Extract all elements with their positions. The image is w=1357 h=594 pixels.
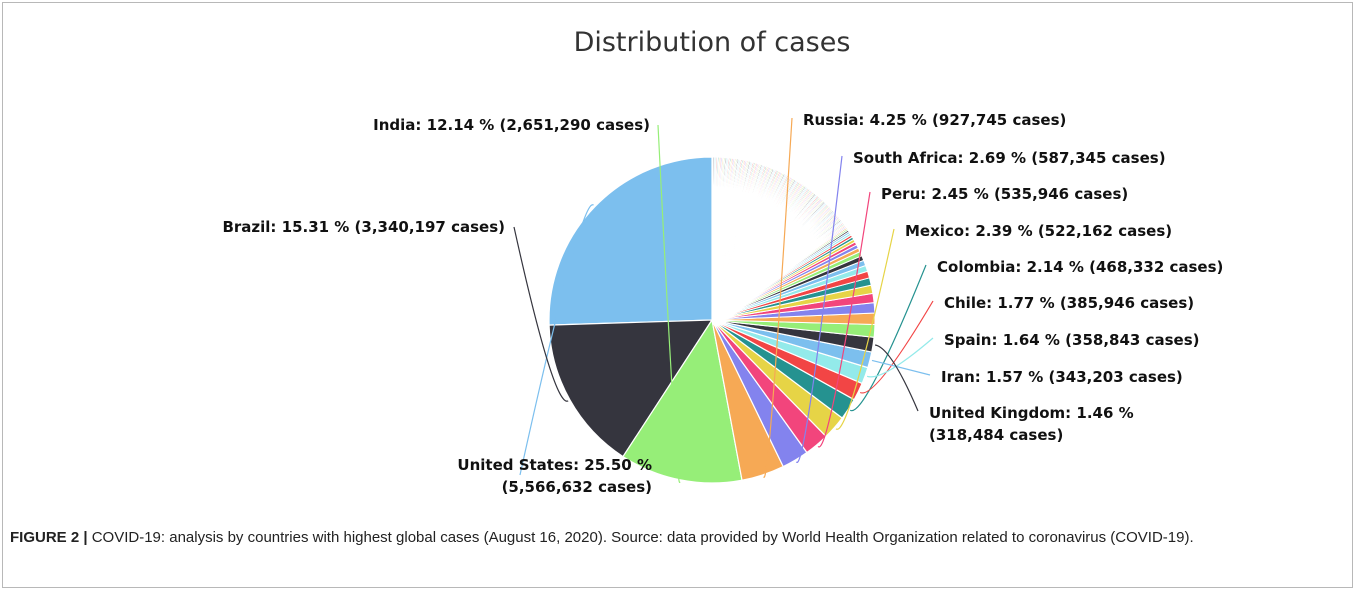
slice-label-chile: Chile: 1.77 % (385,946 cases) (944, 294, 1194, 312)
pie-chart: Distribution of cases United States: 25.… (222, 27, 1223, 496)
leader-line-brazil (513, 226, 569, 402)
slice-other-151 (711, 156, 714, 321)
figure-caption: FIGURE 2 | COVID-19: analysis by countri… (10, 527, 1340, 548)
leader-line-russia (763, 117, 793, 478)
slice-label-iran: Iran: 1.57 % (343,203 cases) (941, 368, 1183, 386)
leader-lines (513, 117, 934, 483)
slice-label-colombia: Colombia: 2.14 % (468,332 cases) (937, 258, 1223, 276)
slice-label-spain: Spain: 1.64 % (358,843 cases) (944, 331, 1199, 349)
caption-figure-label: FIGURE 2 | (10, 529, 88, 546)
slice-label-india: India: 12.14 % (2,651,290 cases) (373, 116, 650, 134)
leader-line-colombia (849, 264, 927, 412)
chart-title: Distribution of cases (574, 27, 851, 58)
caption-text: COVID-19: analysis by countries with hig… (87, 529, 1194, 546)
leader-line-mexico (835, 228, 895, 430)
slice-label-peru: Peru: 2.45 % (535,946 cases) (881, 185, 1128, 203)
slice-label-mexico: Mexico: 2.39 % (522,162 cases) (905, 222, 1172, 240)
slice-label-south-africa: South Africa: 2.69 % (587,345 cases) (853, 149, 1166, 167)
leader-line-south-africa (795, 155, 843, 463)
leader-line-india (657, 124, 681, 483)
slice-india (622, 318, 743, 484)
leader-line-united-kingdom (874, 344, 919, 412)
slice-label-united-states: United States: 25.50 %(5,566,632 cases) (457, 456, 652, 496)
pie-slices (548, 156, 876, 484)
slice-united-states (548, 156, 713, 326)
leader-line-united-states (519, 204, 594, 476)
slice-labels: United States: 25.50 %(5,566,632 cases) B… (222, 111, 1223, 496)
slice-label-united-kingdom: United Kingdom: 1.46 %(318,484 cases) (929, 404, 1134, 444)
leader-line-chile (859, 300, 934, 394)
slice-label-russia: Russia: 4.25 % (927,745 cases) (803, 111, 1066, 129)
leader-line-spain (866, 337, 934, 378)
leader-line-iran (871, 359, 931, 376)
leader-line-peru (817, 191, 871, 448)
slice-brazil (548, 319, 714, 458)
slice-label-brazil: Brazil: 15.31 % (3,340,197 cases) (222, 218, 505, 236)
